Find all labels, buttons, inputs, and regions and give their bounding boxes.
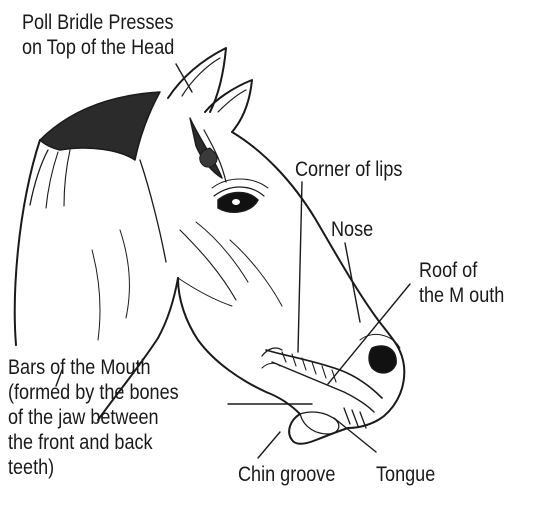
mouth <box>262 348 382 434</box>
mane <box>30 92 160 208</box>
label-nose-text: Nose <box>331 217 373 242</box>
nostril <box>360 334 400 372</box>
label-bars-of-mouth: Bars of the Mouth (formed by the bones o… <box>8 355 179 480</box>
label-bars-line-1: Bars of the Mouth <box>8 355 179 380</box>
leader-tongue <box>334 418 376 452</box>
leader-nose <box>345 243 360 322</box>
label-poll: Poll Bridle Presses on Top of the Head <box>22 10 174 60</box>
label-bars-line-4: the front and back <box>8 430 179 455</box>
label-poll-line-2: on Top of the Head <box>22 35 174 60</box>
label-roof-line-1: Roof of <box>419 258 504 283</box>
leader-poll <box>176 64 192 92</box>
label-chin-groove-text: Chin groove <box>238 462 335 487</box>
leader-chin-groove <box>258 432 280 458</box>
label-bars-line-3: of the jaw between <box>8 405 179 430</box>
forelock <box>190 118 226 182</box>
label-nose: Nose <box>331 217 373 242</box>
label-roof-line-2: the M outh <box>419 283 504 308</box>
label-bars-line-5: teeth) <box>8 455 179 480</box>
label-poll-line-1: Poll Bridle Presses <box>22 10 174 35</box>
label-roof-of-mouth: Roof of the M outh <box>419 258 504 308</box>
label-chin-groove: Chin groove <box>238 462 335 487</box>
label-bars-line-2: (formed by the bones <box>8 380 179 405</box>
label-tongue-text: Tongue <box>376 462 435 487</box>
label-corner-of-lips: Corner of lips <box>295 157 402 182</box>
leader-roof-of-mouth <box>328 284 410 384</box>
label-tongue: Tongue <box>376 462 435 487</box>
eye <box>212 179 268 212</box>
label-corner-of-lips-text: Corner of lips <box>295 157 402 182</box>
leader-corner-of-lips <box>298 182 302 352</box>
ears <box>168 48 252 132</box>
